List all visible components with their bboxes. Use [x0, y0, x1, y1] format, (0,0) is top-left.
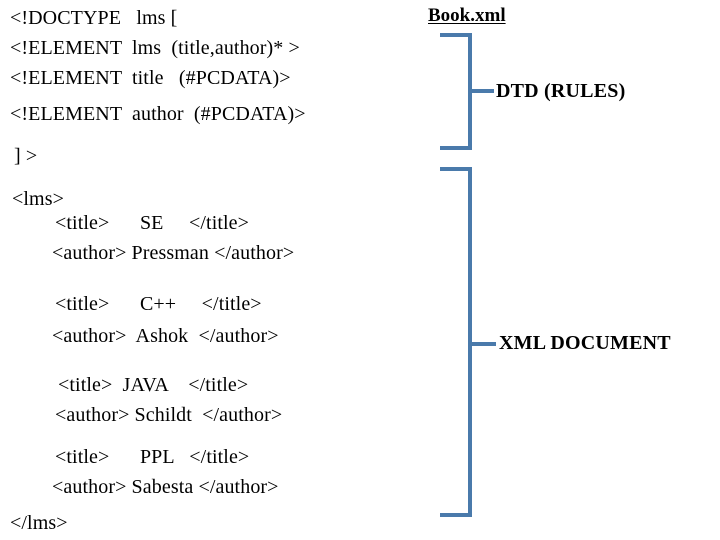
xml-document-brace-tick — [470, 342, 496, 346]
xml-root-close-tag: </lms> — [10, 512, 68, 534]
xml-record-author-line: <author> Sabesta </author> — [52, 476, 279, 498]
dtd-line-element-title: <!ELEMENT title (#PCDATA)> — [10, 67, 291, 89]
xml-record-title-line: <title> PPL </title> — [55, 446, 250, 468]
dtd-line-element-lms: <!ELEMENT lms (title,author)* > — [10, 37, 300, 59]
xml-record-author-line: <author> Ashok </author> — [52, 325, 279, 347]
dtd-brace — [440, 33, 472, 150]
dtd-line-element-author: <!ELEMENT author (#PCDATA)> — [10, 103, 306, 125]
xml-record-author-line: <author> Schildt </author> — [55, 404, 283, 426]
dtd-line-doctype: <!DOCTYPE lms [ — [10, 7, 178, 29]
xml-record-title-line: <title> SE </title> — [55, 212, 250, 234]
xml-document-section-label: XML DOCUMENT — [499, 332, 671, 354]
xml-record-title-line: <title> C++ </title> — [55, 293, 262, 315]
page-title: Book.xml — [428, 5, 506, 26]
dtd-line-close-bracket: ] > — [14, 145, 38, 167]
xml-root-open-tag: <lms> — [12, 188, 64, 210]
xml-record-author-line: <author> Pressman </author> — [52, 242, 295, 264]
xml-record-title-line: <title> JAVA </title> — [58, 374, 249, 396]
dtd-brace-tick — [470, 89, 494, 93]
dtd-section-label: DTD (RULES) — [496, 80, 626, 102]
xml-document-brace — [440, 167, 472, 517]
